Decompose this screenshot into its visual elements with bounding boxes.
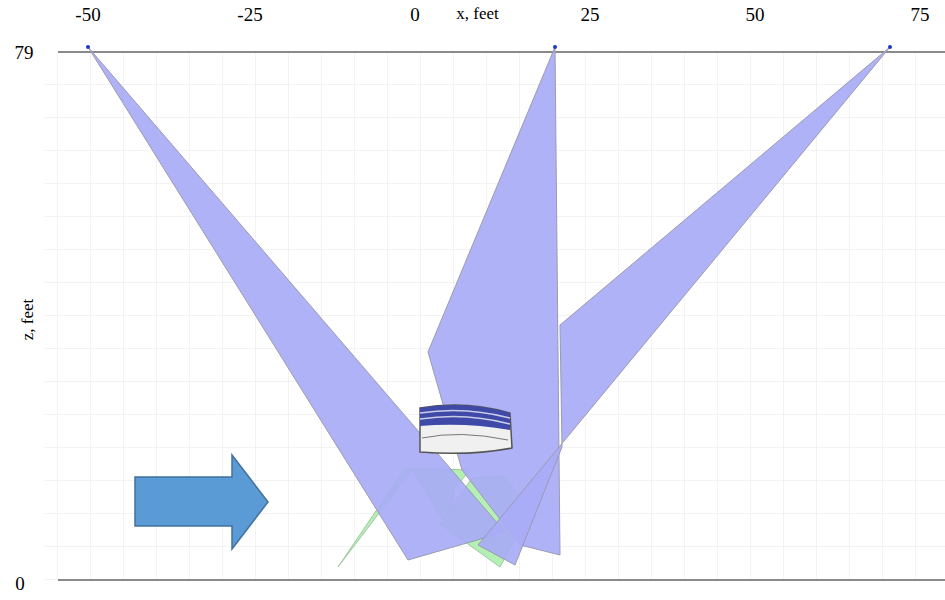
tick-label: 0 xyxy=(410,5,420,24)
tick-label: 50 xyxy=(746,5,765,24)
blue-fans xyxy=(88,47,890,565)
bottom-axis xyxy=(58,579,945,581)
tick-label: 25 xyxy=(581,5,600,24)
tick-label: -50 xyxy=(75,5,100,24)
axis-title: z, feet xyxy=(19,298,36,340)
tick-label: 0 xyxy=(15,574,25,593)
top-axis xyxy=(58,51,945,53)
object xyxy=(420,405,512,453)
tick-label: 79 xyxy=(15,43,34,62)
axis-title: x, feet xyxy=(456,5,498,22)
flow-arrow xyxy=(135,455,268,549)
tick-label: 75 xyxy=(911,5,930,24)
tick-label: -25 xyxy=(237,5,262,24)
